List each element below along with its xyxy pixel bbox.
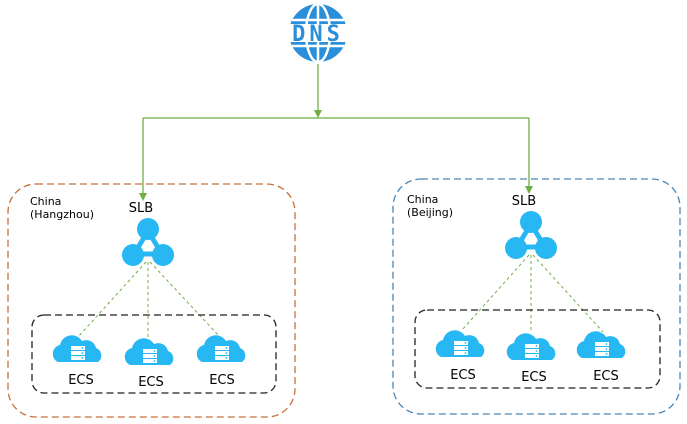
slb-ecs-links xyxy=(461,254,604,333)
ecs-server-icon xyxy=(435,330,485,357)
dns-globe-icon: DNS xyxy=(285,2,351,64)
ecs-group xyxy=(414,309,661,389)
ecs-label: ECS xyxy=(68,373,94,388)
slb-label: SLB xyxy=(512,194,536,209)
slb-icon xyxy=(505,211,557,259)
ecs-server-icon xyxy=(124,338,174,365)
region-name-sub: (Beijing) xyxy=(407,206,453,219)
region-beijing: China (Beijing) SLB ECS ECS ECS xyxy=(392,178,681,415)
region-name-sub: (Hangzhou) xyxy=(30,208,94,221)
dns-label: DNS xyxy=(292,22,344,47)
ecs-server-icon xyxy=(52,335,102,362)
ecs-server-icon xyxy=(506,333,556,360)
ecs-label: ECS xyxy=(138,375,164,390)
ecs-group xyxy=(31,314,277,394)
ecs-label: ECS xyxy=(450,368,476,383)
region-name: China xyxy=(407,193,438,206)
ecs-label: ECS xyxy=(209,373,235,388)
slb-label: SLB xyxy=(129,201,153,216)
region-hangzhou: China (Hangzhou) SLB ECS ECS ECS xyxy=(7,183,296,418)
ecs-server-icon xyxy=(576,331,626,358)
slb-ecs-links xyxy=(77,261,221,339)
slb-icon xyxy=(122,218,174,266)
dns-connector xyxy=(139,64,533,201)
ecs-label: ECS xyxy=(593,369,619,384)
ecs-server-icon xyxy=(196,335,246,362)
region-name: China xyxy=(30,195,61,208)
ecs-label: ECS xyxy=(521,370,547,385)
